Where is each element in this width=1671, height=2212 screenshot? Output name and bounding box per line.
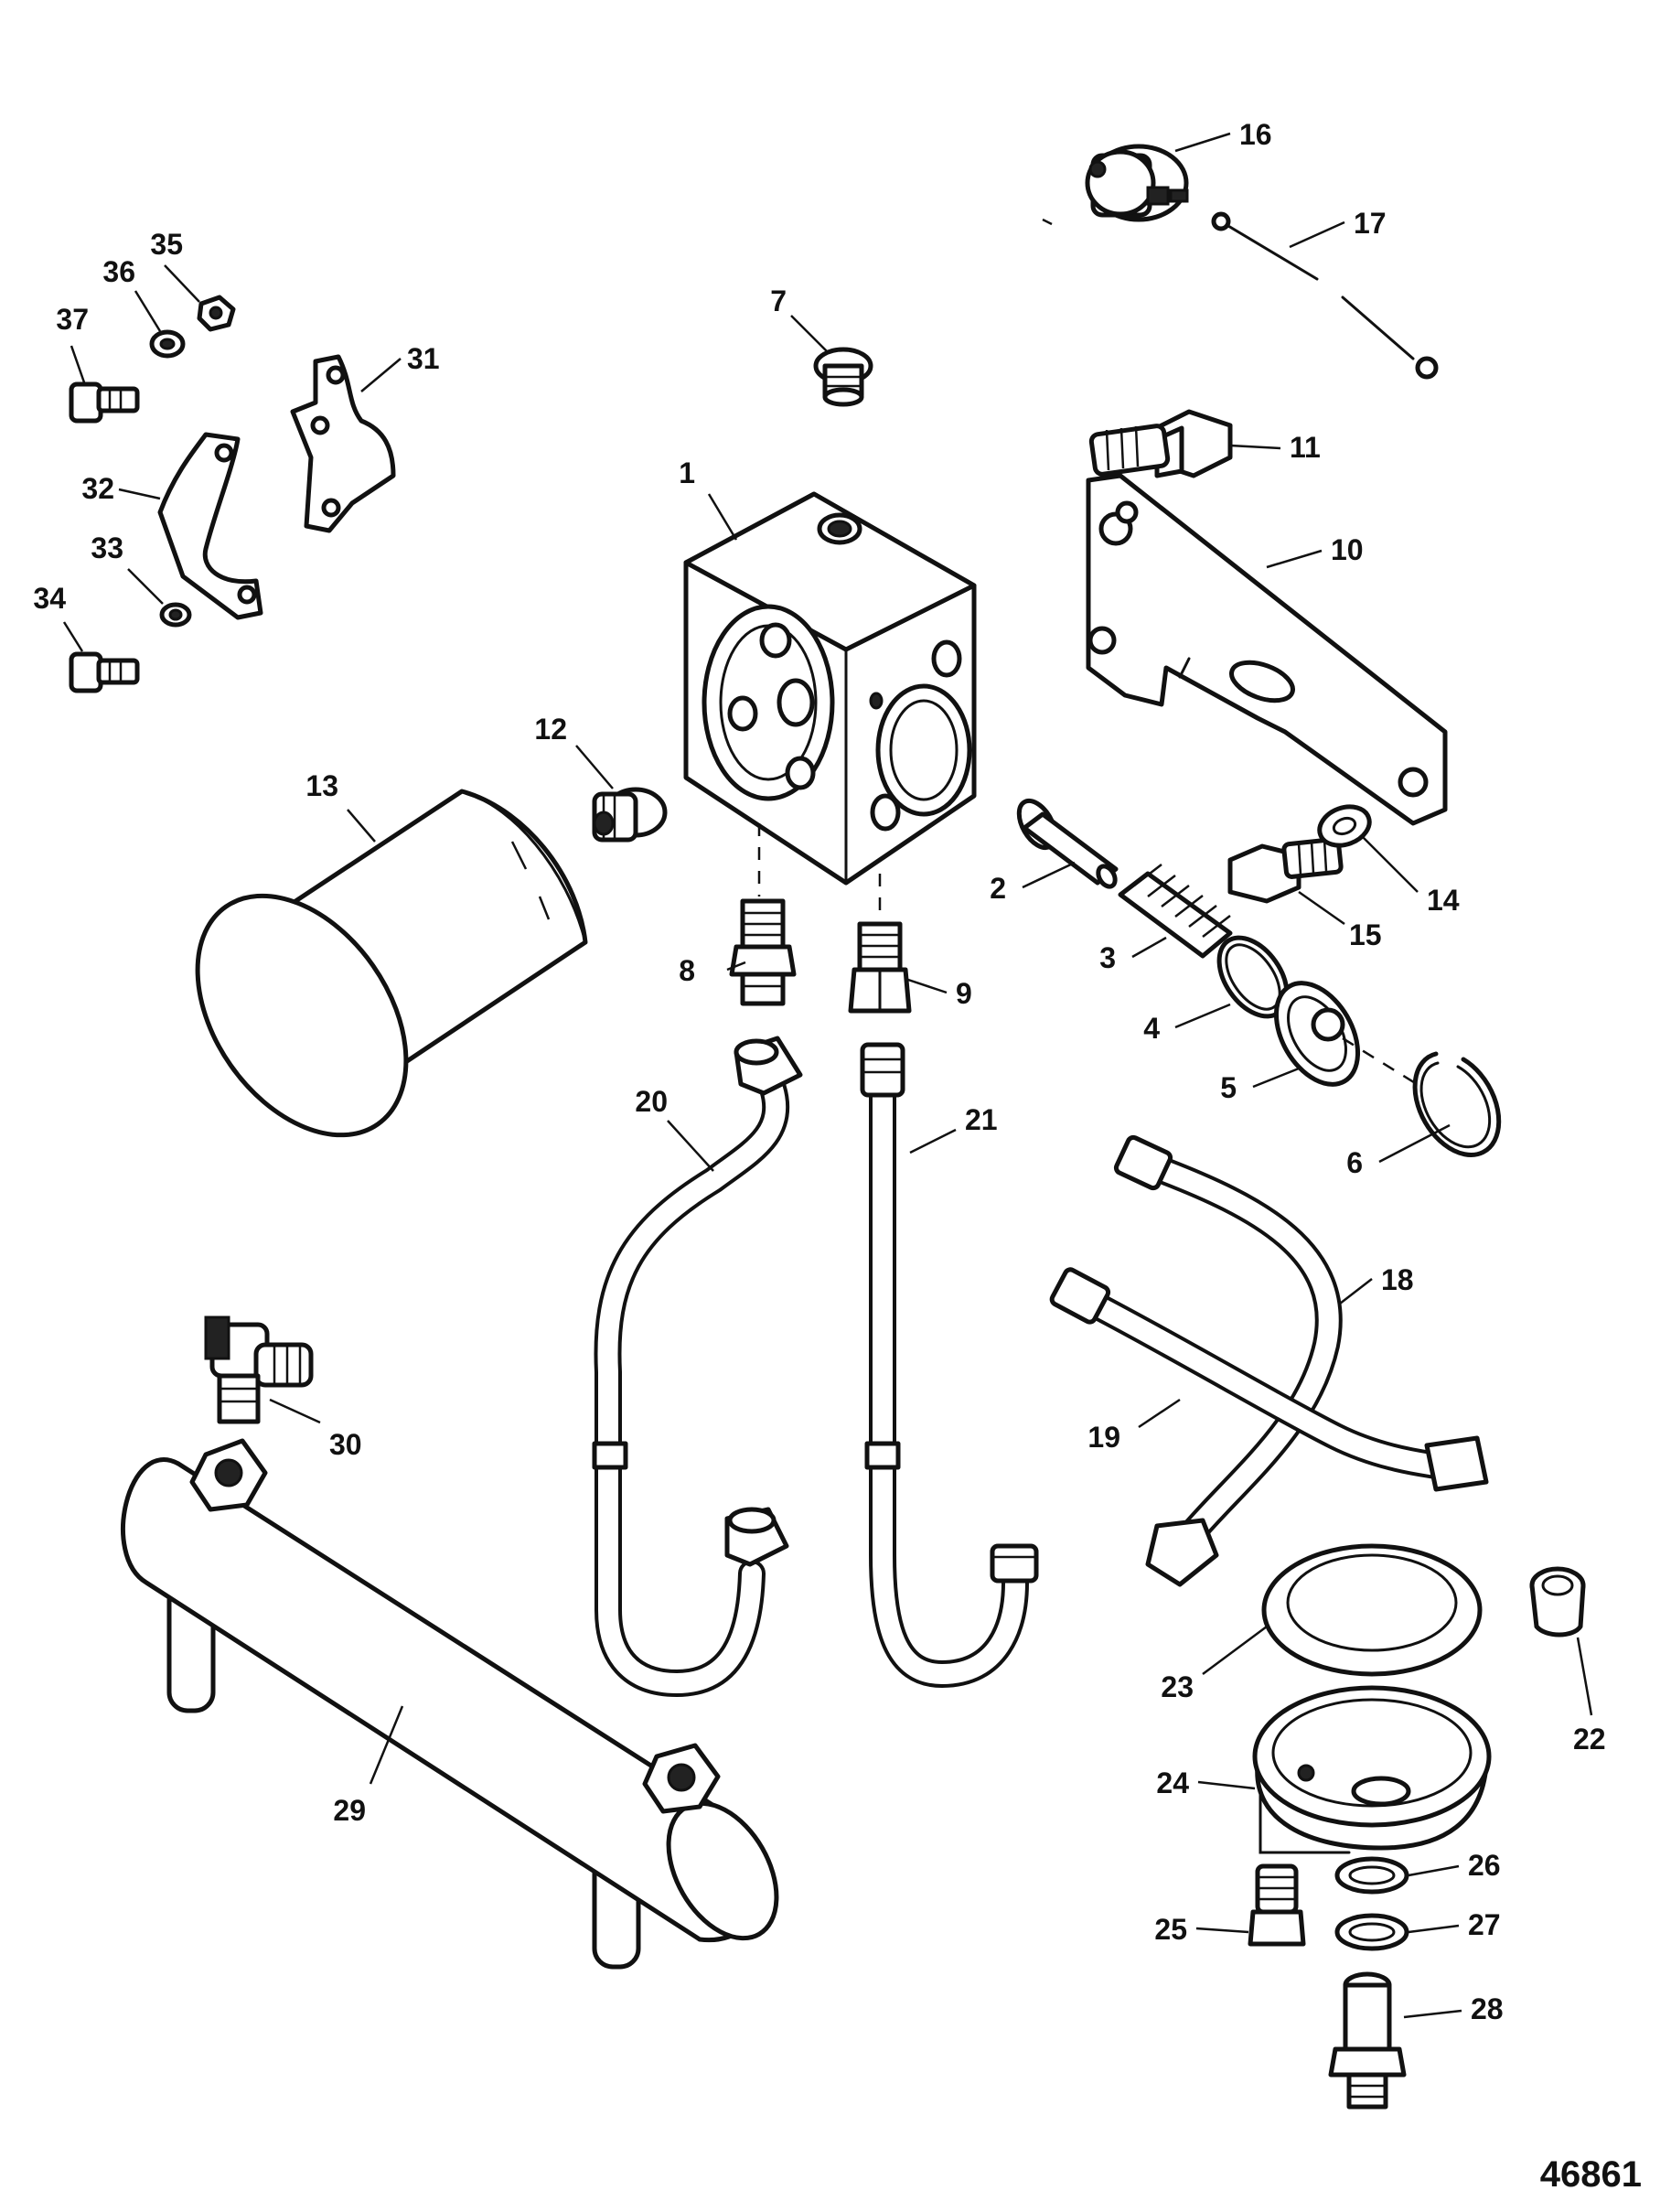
callout-13: 13 — [305, 769, 338, 802]
callout-24: 24 — [1156, 1766, 1189, 1799]
part-17-wire — [1211, 211, 1439, 380]
part-37-screw — [69, 381, 140, 424]
callout-18: 18 — [1381, 1263, 1414, 1296]
part-23-gasket — [1261, 1543, 1483, 1677]
callout-11: 11 — [1290, 431, 1321, 464]
callout-35: 35 — [150, 228, 183, 261]
part-6-retaining-ring — [1412, 1051, 1502, 1157]
callout-17: 17 — [1354, 207, 1387, 240]
leader-lines — [62, 132, 1593, 2019]
part-16-sender — [1085, 144, 1189, 222]
callout-3: 3 — [1099, 941, 1116, 974]
part-30-elbow — [204, 1315, 314, 1424]
part-2-tube — [1016, 798, 1119, 889]
callout-19: 19 — [1087, 1421, 1120, 1454]
callout-34: 34 — [33, 582, 66, 615]
part-24-adapter — [1252, 1685, 1492, 1854]
callout-33: 33 — [91, 532, 123, 564]
callout-31: 31 — [407, 342, 440, 375]
part-36-washer — [149, 329, 186, 359]
part-10-bracket — [1086, 473, 1448, 826]
callout-20: 20 — [635, 1085, 668, 1118]
callout-12: 12 — [534, 713, 567, 746]
callout-23: 23 — [1161, 1670, 1194, 1703]
part-3-spring — [1118, 864, 1233, 959]
part-1-housing — [683, 491, 977, 886]
part-21-oil-line — [860, 1042, 1039, 1688]
callout-14: 14 — [1427, 884, 1460, 917]
callout-36: 36 — [102, 255, 135, 288]
callout-10: 10 — [1331, 533, 1364, 566]
callout-22: 22 — [1573, 1723, 1606, 1756]
callout-2: 2 — [990, 872, 1006, 905]
part-27-seal — [1334, 1913, 1409, 1951]
callout-21: 21 — [965, 1103, 998, 1136]
callout-29: 29 — [333, 1794, 366, 1827]
part-28-sender — [1328, 1971, 1407, 2110]
part-35-nut — [197, 295, 236, 332]
part-14-washer — [1317, 804, 1372, 848]
part-18-hose — [1113, 1134, 1343, 1587]
callout-labels: 1 2 3 4 5 6 7 8 9 10 11 12 13 14 15 16 1… — [33, 118, 1642, 2195]
callout-28: 28 — [1471, 1992, 1504, 2025]
part-15-bolt — [1227, 837, 1344, 904]
callout-30: 30 — [329, 1428, 362, 1461]
callout-32: 32 — [81, 472, 114, 505]
callout-9: 9 — [956, 977, 972, 1010]
part-13-oil-filter — [195, 789, 588, 1138]
part-19-hose — [1049, 1267, 1489, 1492]
part-5-thermostat — [1273, 981, 1437, 1098]
part-34-screw — [69, 651, 140, 693]
part-9-fitting — [848, 921, 912, 1014]
part-26-seal — [1334, 1856, 1409, 1895]
callout-16: 16 — [1239, 118, 1272, 151]
callout-8: 8 — [679, 954, 695, 987]
part-32-clamp — [157, 432, 263, 620]
callout-6: 6 — [1346, 1146, 1363, 1179]
part-31-clamp — [290, 354, 396, 533]
figure-number: 46861 — [1540, 2154, 1642, 2195]
callout-7: 7 — [770, 285, 787, 317]
part-29-cooler — [121, 1438, 779, 1970]
callout-1: 1 — [679, 456, 695, 489]
part-22-cap — [1529, 1566, 1586, 1638]
callout-26: 26 — [1468, 1849, 1501, 1882]
callout-15: 15 — [1349, 918, 1382, 951]
callout-25: 25 — [1154, 1913, 1187, 1946]
part-25-fitting — [1248, 1863, 1306, 1947]
part-11-bolt — [1088, 409, 1233, 478]
callout-27: 27 — [1468, 1908, 1501, 1941]
callout-5: 5 — [1220, 1071, 1237, 1104]
callout-37: 37 — [56, 303, 89, 336]
callout-4: 4 — [1143, 1012, 1160, 1045]
part-20-oil-line — [592, 1036, 803, 1697]
part-12-fitting — [592, 787, 668, 843]
part-8-fitting — [729, 898, 797, 1006]
part-7-plug — [813, 347, 873, 407]
part-33-washer — [159, 602, 192, 628]
